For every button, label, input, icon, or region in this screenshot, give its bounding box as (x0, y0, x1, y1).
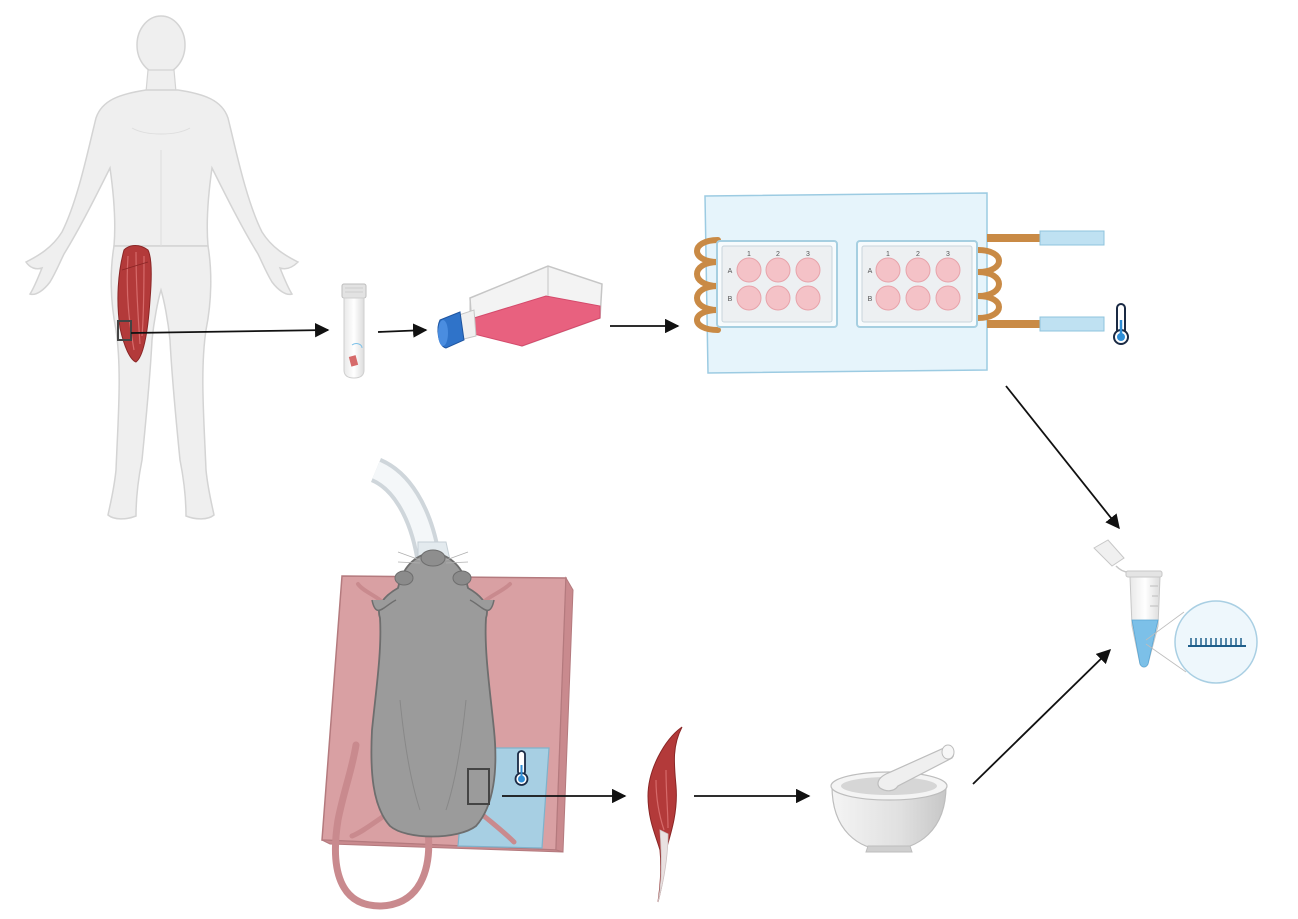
well (905, 285, 931, 311)
mouse-tail-icon (332, 741, 433, 910)
zoom-lines (1145, 611, 1187, 673)
well (765, 285, 791, 311)
microcentrifuge-tube-icon (1093, 539, 1163, 668)
well (795, 285, 821, 311)
plate1-col-2: 2 (776, 251, 780, 258)
plate1-row-a: A (728, 268, 733, 275)
thermometer-icon (514, 750, 529, 786)
arrow-biopsy-to-vial (130, 322, 330, 338)
well-plate-icon: 1 2 3 A B (856, 240, 978, 328)
well (765, 257, 791, 283)
dissection-site-marker (467, 768, 490, 805)
well (736, 285, 762, 311)
plate2-col-3: 3 (946, 251, 950, 258)
mouse-icon (349, 549, 517, 845)
biopsy-vial-icon (341, 283, 367, 379)
mortar-pestle-icon (830, 744, 955, 853)
plate2-col-1: 1 (886, 251, 890, 258)
well (736, 257, 762, 283)
well (875, 285, 901, 311)
well (935, 257, 961, 283)
well (905, 257, 931, 283)
arrow-vial-to-flask (377, 323, 428, 338)
well (875, 257, 901, 283)
plate1-col-1: 1 (747, 251, 751, 258)
culture-flask-icon (437, 265, 603, 349)
thermometer-icon (1113, 303, 1129, 345)
plate2-row-b: B (868, 296, 873, 303)
excised-muscle-icon (647, 726, 683, 903)
plate1-row-b: B (728, 296, 733, 303)
well-plate-icon: 1 2 3 A B (716, 240, 838, 328)
human-body-icon (24, 15, 300, 520)
anesthesia-tube-icon (370, 458, 451, 563)
workflow-arrows (130, 318, 1120, 804)
rna-icon (1174, 600, 1258, 684)
biopsy-site-marker (117, 320, 132, 341)
plate2-row-a: A (868, 268, 873, 275)
arrow-mortar-to-tube (972, 648, 1112, 785)
well (935, 285, 961, 311)
arrow-incubator-to-tube (1005, 385, 1120, 530)
plate2-col-2: 2 (916, 251, 920, 258)
plate1-col-3: 3 (806, 251, 810, 258)
well (795, 257, 821, 283)
